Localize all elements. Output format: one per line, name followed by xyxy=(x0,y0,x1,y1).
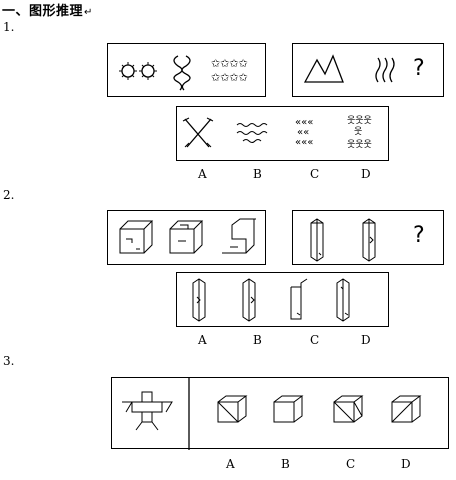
q1-figure-box-2: ? xyxy=(292,43,444,97)
q1-figure-box-1: ✩✩✩✩ ✩✩✩✩ xyxy=(107,43,266,97)
q1-figure-set-2 xyxy=(303,54,395,83)
svg-text:웃웃웃: 웃웃웃 xyxy=(347,115,372,126)
q2-option-c[interactable]: C xyxy=(310,333,320,347)
q1-option-b[interactable]: B xyxy=(253,167,262,181)
cross-net-icon xyxy=(122,391,173,431)
question-number-1: 1. xyxy=(3,20,15,34)
q3-figures xyxy=(122,378,422,450)
cube-icon xyxy=(333,395,364,423)
wave-icon xyxy=(375,57,395,83)
q2-figure-set-1 xyxy=(119,218,256,254)
q2-question-mark: ? xyxy=(413,223,425,248)
arrows-icon: ««« «« ««« xyxy=(295,117,313,148)
q1-option-c[interactable]: C xyxy=(310,167,320,181)
swirl-icon xyxy=(173,55,191,91)
prism-icon xyxy=(310,218,324,262)
svg-text:«««: ««« xyxy=(295,137,313,148)
section-title-text: 一、图形推理 xyxy=(2,4,84,19)
q3-option-c[interactable]: C xyxy=(346,457,356,471)
stars-icon: ✩✩✩✩ ✩✩✩✩ xyxy=(211,57,248,84)
question-number-3: 3. xyxy=(3,354,15,368)
stick-figures-icon: 웃웃웃 웃 웃웃웃 xyxy=(347,115,372,150)
question-number-2: 2. xyxy=(3,188,15,202)
q2-figure-box-2: ? xyxy=(292,210,444,265)
prism-icon xyxy=(242,278,256,322)
crossed-swords-icon xyxy=(182,117,214,148)
q2-option-d[interactable]: D xyxy=(361,333,371,347)
section-title: 一、图形推理↵ xyxy=(2,0,93,19)
q2-figure-set-2 xyxy=(310,218,376,262)
q2-option-a[interactable]: A xyxy=(198,333,207,347)
q1-options-figures: ««« «« ««« 웃웃웃 웃 웃웃웃 xyxy=(182,115,372,150)
q3-option-b[interactable]: B xyxy=(281,457,290,471)
q2-options-box xyxy=(176,272,389,327)
q3-option-a[interactable]: A xyxy=(226,457,235,471)
prism-icon xyxy=(192,278,206,322)
paragraph-mark: ↵ xyxy=(84,7,93,18)
q2-option-b[interactable]: B xyxy=(253,333,262,347)
cube-icon xyxy=(273,395,304,423)
svg-text:««: «« xyxy=(297,127,309,138)
svg-text:✩✩✩✩: ✩✩✩✩ xyxy=(211,71,248,84)
q3-figure-box xyxy=(111,377,449,450)
svg-text:웃: 웃 xyxy=(354,126,362,137)
svg-text:«««: ««« xyxy=(295,117,313,128)
cube-icon xyxy=(391,395,422,423)
wave-marks-icon xyxy=(236,123,268,143)
prism-icon xyxy=(290,278,308,320)
cube-icon xyxy=(222,218,256,254)
svg-text:✩✩✩✩: ✩✩✩✩ xyxy=(211,57,248,70)
q2-options-figures xyxy=(192,278,350,322)
prism-icon xyxy=(336,278,350,322)
q1-option-d[interactable]: D xyxy=(361,167,371,181)
q1-option-a[interactable]: A xyxy=(198,167,207,181)
mountain-icon xyxy=(303,54,344,83)
q1-options-box: ««« «« ««« 웃웃웃 웃 웃웃웃 xyxy=(176,106,389,161)
cube-icon xyxy=(119,220,154,254)
q2-figure-box-1 xyxy=(107,210,266,265)
svg-text:웃웃웃: 웃웃웃 xyxy=(347,139,372,150)
prism-icon xyxy=(362,218,376,262)
cube-icon xyxy=(217,395,248,423)
q3-option-d[interactable]: D xyxy=(401,457,411,471)
q1-question-mark: ? xyxy=(413,56,425,81)
q1-figure-set-1: ✩✩✩✩ ✩✩✩✩ xyxy=(119,55,248,91)
sun-icon xyxy=(119,62,157,80)
cube-icon xyxy=(169,220,204,254)
